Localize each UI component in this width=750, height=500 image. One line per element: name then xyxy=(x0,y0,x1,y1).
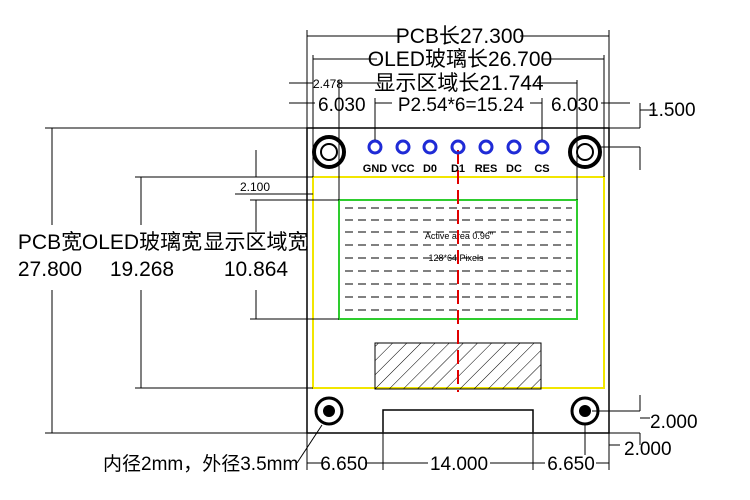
pin-pad xyxy=(395,139,411,155)
bottom-hole-horizontal-dimension: 2.000 xyxy=(624,439,672,460)
glass-width-value: 19.268 xyxy=(110,258,174,281)
mounting-hole-top-right xyxy=(568,135,602,169)
bottom-right-dimension: 6.650 xyxy=(547,454,595,475)
left-margin-dimension: 6.030 xyxy=(318,95,366,116)
pixels-label: 128*64 Pixels xyxy=(428,253,484,263)
mounting-hole-bottom-left xyxy=(314,396,344,426)
pcb-outline xyxy=(306,127,610,434)
pin-pitch-dimension: P2.54*6=15.24 xyxy=(398,95,525,116)
pin-pad xyxy=(422,139,438,155)
display-length-dimension: 显示区域长21.744 xyxy=(374,72,544,95)
display-width-label: 显示区域宽 xyxy=(204,231,309,254)
pin-label: DC xyxy=(506,163,522,175)
pin-pad xyxy=(450,139,466,155)
left-offset-dimension: 2.478 xyxy=(313,77,343,91)
right-margin-dimension: 6.030 xyxy=(551,95,599,116)
left-dimension-lines xyxy=(45,127,339,434)
pin-label: RES xyxy=(475,163,498,175)
pin-label: GND xyxy=(363,163,388,175)
pin-label: D1 xyxy=(451,163,465,175)
bottom-center-dimension: 14.000 xyxy=(430,454,488,475)
pcb-length-dimension: PCB长27.300 xyxy=(396,25,524,48)
display-top-offset-dimension: 2.100 xyxy=(240,180,270,194)
pin-header xyxy=(367,139,550,155)
pin-offset-dimension: 1.500 xyxy=(648,100,696,121)
glass-width-label: OLED玻璃宽 xyxy=(82,231,202,254)
pcb-width-value: 27.800 xyxy=(18,258,82,281)
display-width-value: 10.864 xyxy=(224,258,289,281)
pin-pad xyxy=(478,139,494,155)
top-dimension-lines xyxy=(289,30,656,200)
pin-pad xyxy=(506,139,522,155)
bottom-hole-vertical-dimension: 2.000 xyxy=(650,412,698,433)
flex-connector xyxy=(382,409,534,432)
pin-label: D0 xyxy=(423,163,437,175)
pin-label: CS xyxy=(534,163,549,175)
glass-length-dimension: OLED玻璃长26.700 xyxy=(368,48,552,71)
pin-pad xyxy=(367,139,383,155)
hole-size-note: 内径2mm，外径3.5mm xyxy=(103,453,298,475)
active-area-scanlines xyxy=(345,207,572,311)
mounting-hole-top-left xyxy=(312,135,346,169)
pcb-width-label: PCB宽 xyxy=(18,231,82,254)
bottom-dimension-lines xyxy=(296,395,650,470)
pin-pad xyxy=(534,139,550,155)
bottom-left-dimension: 6.650 xyxy=(320,454,368,475)
pin-label: VCC xyxy=(391,163,414,175)
pin-labels: GND VCC D0 D1 RES DC CS xyxy=(363,163,550,175)
